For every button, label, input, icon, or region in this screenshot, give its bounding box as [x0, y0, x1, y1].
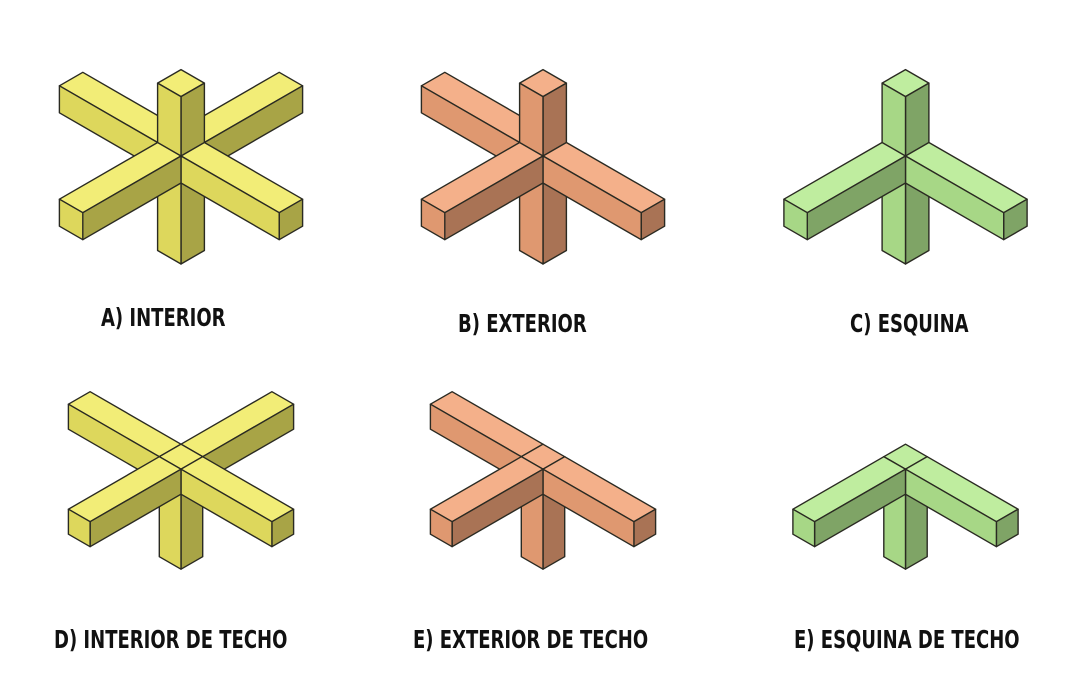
esquina-de-techo-joint-drawing	[792, 443, 1019, 570]
beam-arm-front-left	[783, 141, 907, 241]
esquina-joint-drawing	[783, 68, 1028, 265]
panel-interior-de-techo: D) INTERIOR DE TECHO	[0, 360, 362, 683]
beam-arm-front-right	[904, 141, 1028, 241]
panel-interior: A) INTERIOR	[0, 0, 362, 350]
beam-arm-front-right	[180, 455, 295, 548]
exterior-de-techo-joint-drawing	[429, 391, 657, 570]
beam-arm-front-left	[58, 141, 182, 241]
caption-esquina-de-techo: E) ESQUINA DE TECHO	[794, 625, 1020, 654]
panel-exterior: B) EXTERIOR	[362, 0, 724, 350]
panel-exterior-de-techo: E) EXTERIOR DE TECHO	[362, 360, 724, 683]
caption-interior: A) INTERIOR	[101, 303, 226, 332]
caption-esquina: C) ESQUINA	[850, 309, 969, 338]
beam-arm-front-right	[542, 141, 666, 241]
beam-arm-front-left	[67, 455, 182, 548]
beam-arm-front-left	[429, 455, 544, 548]
beam-arm-front-left	[792, 455, 907, 548]
caption-exterior-de-techo: E) EXTERIOR DE TECHO	[413, 625, 649, 654]
beam-arm-front-left	[420, 141, 544, 241]
panel-esquina-de-techo: E) ESQUINA DE TECHO	[724, 360, 1087, 683]
interior-joint-drawing	[58, 68, 304, 265]
panel-esquina: C) ESQUINA	[724, 0, 1087, 350]
caption-interior-de-techo: D) INTERIOR DE TECHO	[54, 625, 288, 654]
beam-arm-front-right	[904, 455, 1019, 548]
exterior-joint-drawing	[420, 68, 666, 265]
caption-exterior: B) EXTERIOR	[458, 309, 587, 338]
beam-arm-front-right	[180, 141, 304, 241]
beam-arm-front-right	[542, 455, 657, 548]
interior-de-techo-joint-drawing	[67, 391, 295, 570]
